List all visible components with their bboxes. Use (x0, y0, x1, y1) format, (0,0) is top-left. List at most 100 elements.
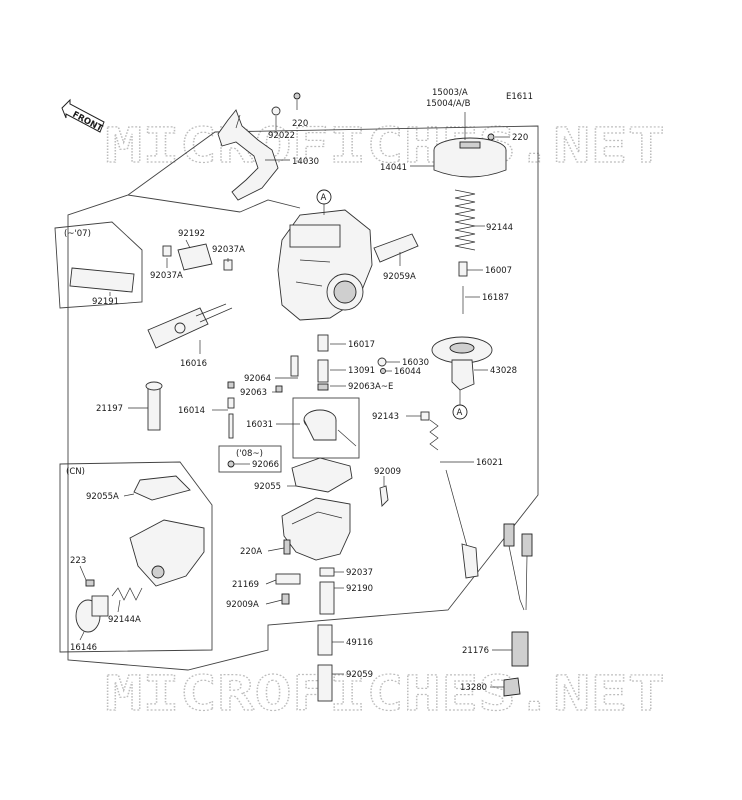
throttle-screw-16016 (147, 303, 233, 349)
label-92190: 92190 (346, 584, 373, 594)
label-92055A: 92055A (86, 492, 119, 502)
label-92059A: 92059A (383, 272, 416, 282)
label-92037A-2: 92037A (150, 271, 183, 281)
tube-92192 (177, 243, 213, 271)
label-92063AE: 92063A~E (348, 382, 393, 392)
label-220-cap: 220 (512, 133, 528, 143)
main-outline (67, 125, 539, 671)
label-92055: 92055 (254, 482, 281, 492)
label-92059: 92059 (346, 670, 373, 680)
label-21197: 21197 (96, 404, 123, 414)
gasket-92055 (291, 457, 353, 493)
valve-16146 (75, 595, 109, 633)
ref-marker-bottom: A (452, 390, 468, 420)
screw-223 (85, 579, 95, 587)
label-92022: 92022 (268, 131, 295, 141)
part-labels: 15003/A 15004/A/B 220 92022 14030 220 14… (64, 88, 528, 693)
label-92144: 92144 (486, 223, 513, 233)
watermark-bottom: MICROFICHES.NET (105, 666, 665, 722)
label-223: 223 (70, 556, 86, 566)
label-14041: 14041 (380, 163, 407, 173)
screw-220-cap (487, 133, 495, 141)
watermark-top: MICROFICHES.NET (105, 118, 665, 174)
diagram-code: E1611 (506, 92, 533, 102)
gasket-92055A (133, 475, 191, 501)
jet-13091 (317, 359, 329, 383)
note-cn: (CN) (66, 467, 85, 477)
label-220A: 220A (240, 547, 262, 557)
label-92063: 92063 (240, 388, 267, 398)
label-21169: 21169 (232, 580, 259, 590)
label-16017: 16017 (348, 340, 375, 350)
float-bowl-cn (129, 519, 205, 587)
label-16007: 16007 (485, 266, 512, 276)
note-from-08: ('08~) (236, 449, 263, 459)
tube-92191 (69, 267, 135, 293)
label-15004: 15004/A/B (426, 99, 471, 109)
label-92143: 92143 (372, 412, 399, 422)
label-220-top: 220 (292, 119, 308, 129)
oring-92066 (227, 460, 235, 468)
tube-92059A (373, 233, 419, 263)
label-16044: 16044 (394, 367, 421, 377)
svg-text:A: A (457, 408, 463, 418)
tube-92059 (317, 664, 333, 702)
label-92064: 92064 (244, 374, 271, 384)
label-21176: 21176 (462, 646, 489, 656)
part-16044 (380, 368, 386, 374)
inset-box-16031 (292, 397, 360, 459)
plug-16030 (377, 357, 387, 367)
diaphragm-43028 (431, 336, 493, 391)
note-up-to-07: (~'07) (64, 229, 91, 239)
label-92144A: 92144A (108, 615, 141, 625)
label-16187: 16187 (482, 293, 509, 303)
connector-21197 (145, 381, 163, 431)
label-15003: 15003/A (432, 88, 468, 98)
screw-220A (283, 539, 291, 555)
screw-92009 (379, 485, 389, 507)
label-16014: 16014 (178, 406, 205, 416)
leader-lines (79, 100, 512, 688)
label-49116: 49116 (346, 638, 373, 648)
label-16146: 16146 (70, 643, 97, 653)
cap-92037 (319, 567, 335, 577)
funnel-16031 (303, 409, 357, 447)
label-92191: 92191 (92, 297, 119, 307)
ref-marker-top: A (316, 189, 332, 215)
label-92009: 92009 (374, 467, 401, 477)
inset-box-cn (59, 461, 213, 653)
wire-harness-21176 (503, 523, 533, 667)
jet-16017 (317, 334, 329, 352)
inset-box-up-to-07 (54, 221, 143, 309)
label-16016: 16016 (180, 359, 207, 369)
needle-16021 (429, 419, 479, 579)
label-43028: 43028 (490, 366, 517, 376)
oring-92063 (275, 385, 283, 393)
label-92192: 92192 (178, 229, 205, 239)
screw-92064 (290, 355, 299, 377)
label-13280: 13280 (460, 683, 487, 693)
label-92009A: 92009A (226, 600, 259, 610)
label-92066: 92066 (252, 460, 279, 470)
label-92037: 92037 (346, 568, 373, 578)
spring-92144 (454, 189, 476, 251)
part-92143 (420, 411, 430, 421)
label-16030: 16030 (402, 358, 429, 368)
front-arrow-icon: FRONT (61, 98, 105, 134)
svg-text:A: A (321, 193, 327, 203)
carburetor-body (277, 209, 373, 321)
pilot-screw-16014 (227, 381, 235, 439)
label-16031: 16031 (246, 420, 273, 430)
label-16021: 16021 (476, 458, 503, 468)
tube-92190 (319, 581, 335, 615)
spring-92144A (111, 587, 143, 601)
clip-13280 (503, 677, 521, 697)
bracket-21169 (275, 573, 301, 585)
screw-220-top (293, 92, 301, 100)
clamp-14030 (217, 109, 279, 201)
screw-92009A (281, 593, 290, 605)
main-outline-inner (239, 199, 301, 213)
part-16007 (458, 261, 468, 277)
part-92037A-left (162, 245, 172, 257)
